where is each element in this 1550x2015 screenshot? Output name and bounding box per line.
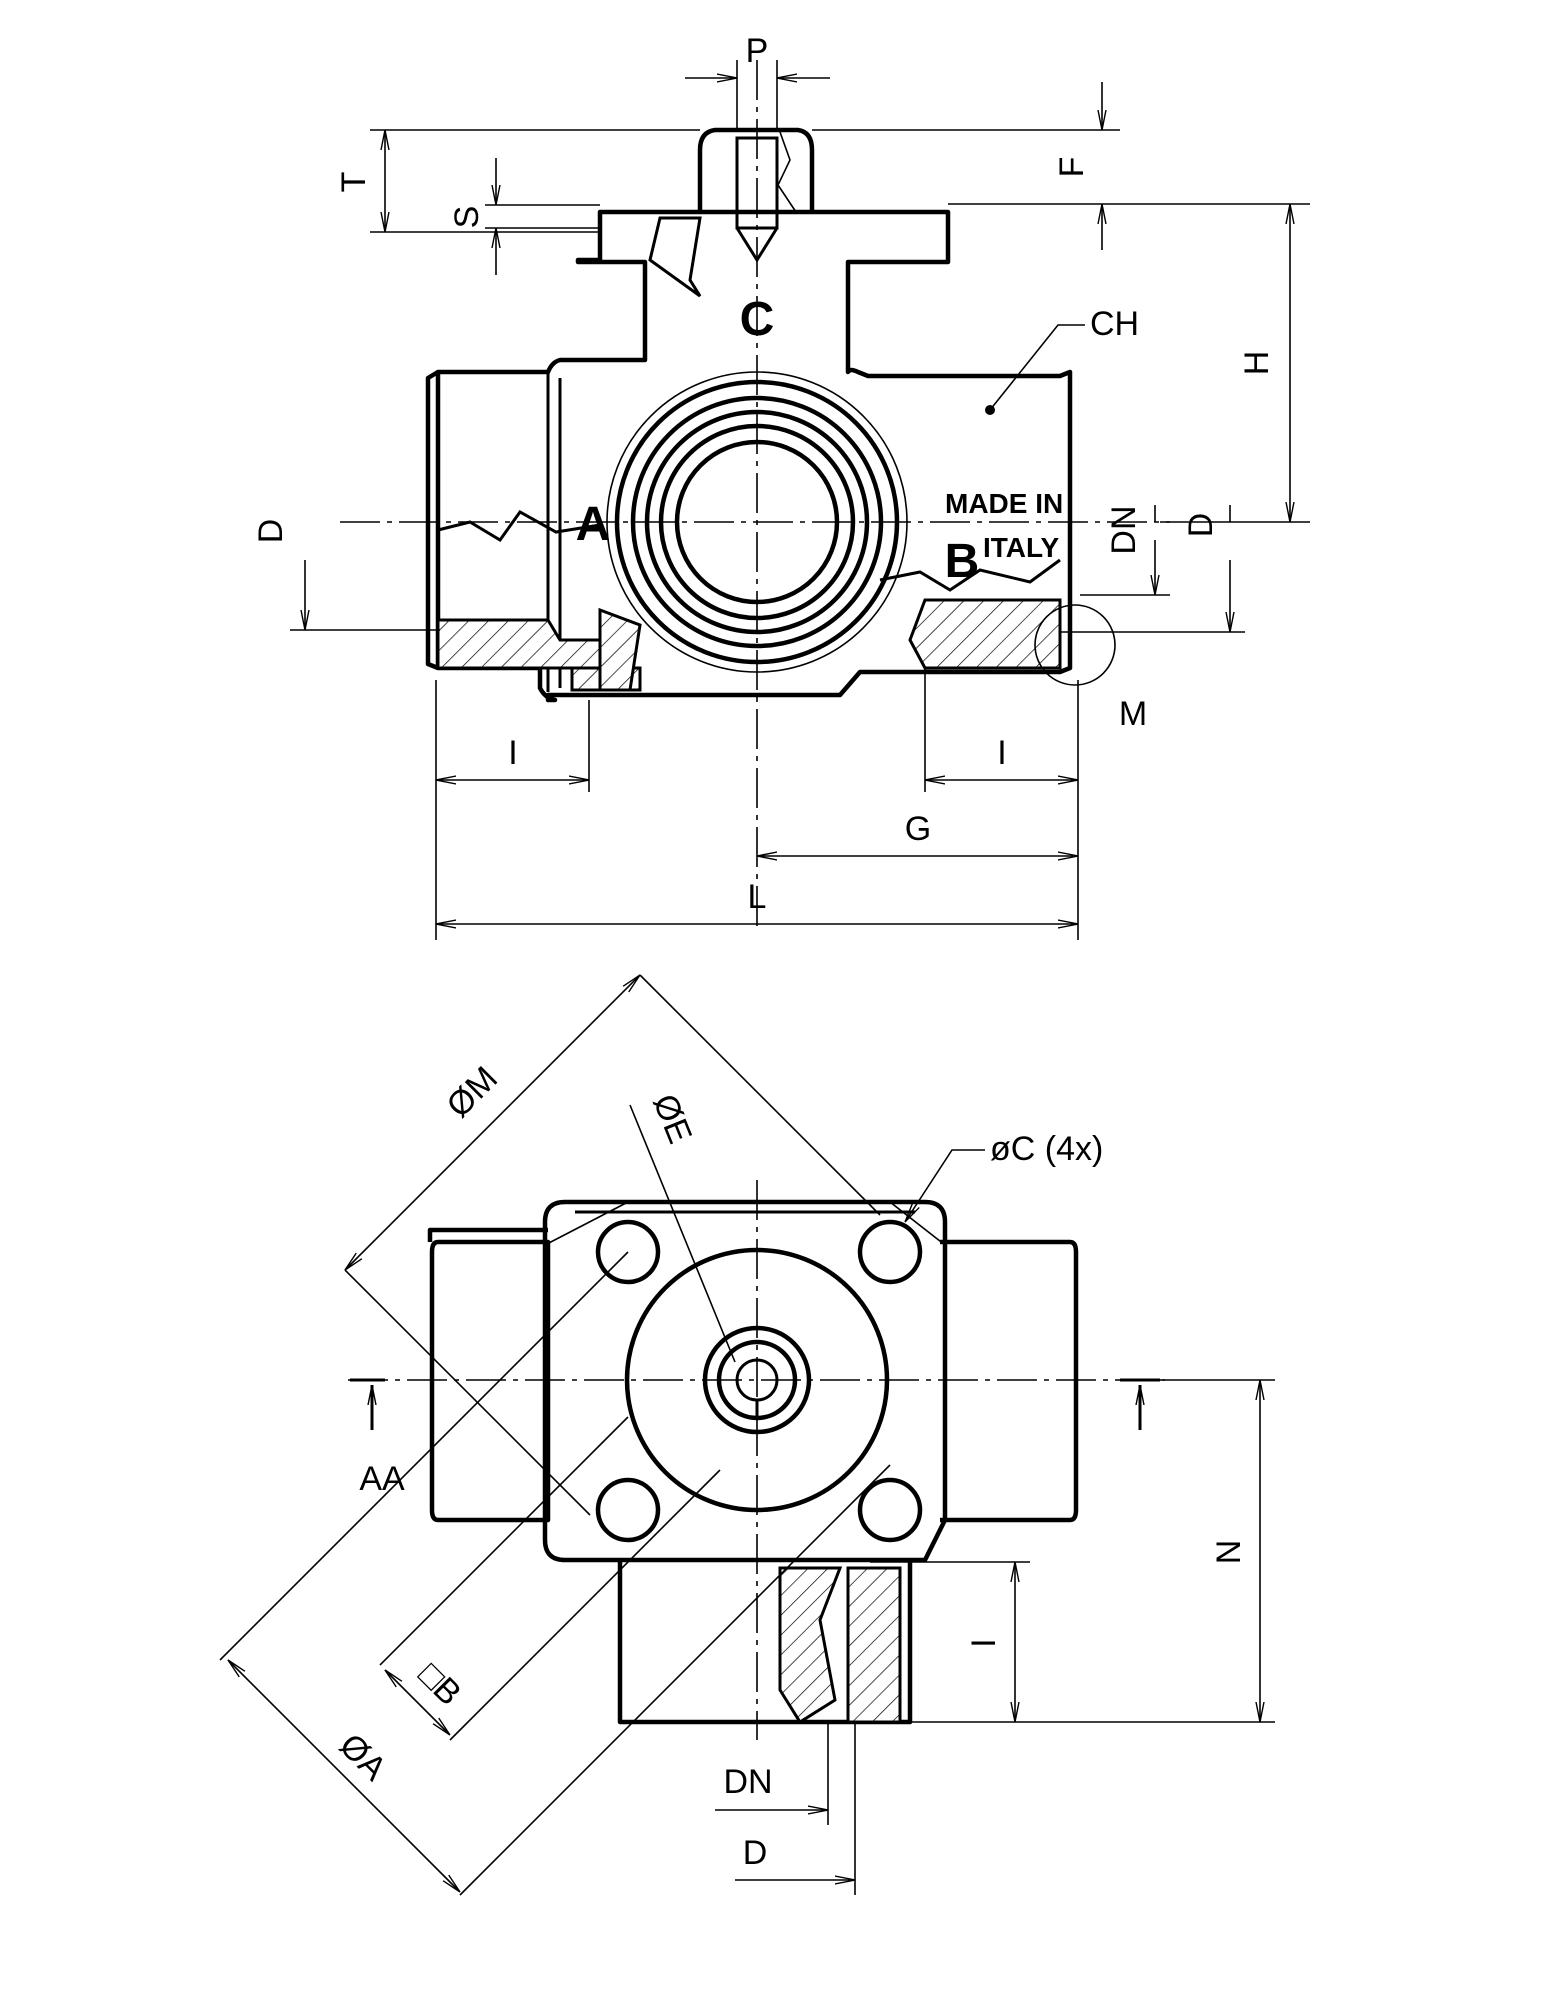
- made-in-text: MADE IN: [945, 488, 1063, 519]
- label-dn-bottom: DN: [723, 1763, 772, 1801]
- label-f: F: [1053, 157, 1091, 178]
- label-d-bottom: D: [743, 1834, 768, 1872]
- label-i-bottom: I: [965, 1638, 1003, 1647]
- plan-view: AA ØM ØE øC (4x) ØA □B N I DN: [219, 975, 1275, 1896]
- label-g: G: [905, 810, 931, 848]
- label-dia-c: øC (4x): [990, 1130, 1103, 1168]
- label-m: M: [1119, 695, 1147, 733]
- label-i-left: I: [508, 734, 517, 772]
- label-d-right: D: [1182, 513, 1220, 538]
- label-dia-e: ØE: [645, 1089, 699, 1149]
- port-label-a: A: [576, 498, 611, 551]
- label-dia-m: ØM: [439, 1059, 505, 1125]
- label-dia-a: ØA: [332, 1726, 394, 1788]
- port-label-b: B: [945, 535, 980, 588]
- label-t: T: [335, 172, 373, 193]
- port-label-c: C: [740, 293, 775, 346]
- label-i-right: I: [997, 734, 1006, 772]
- label-d-left: D: [252, 519, 290, 544]
- label-h: H: [1238, 351, 1276, 376]
- label-n: N: [1210, 1540, 1248, 1565]
- label-ch: CH: [1090, 305, 1139, 343]
- label-dn-right: DN: [1105, 505, 1143, 554]
- label-aa: AA: [359, 1460, 405, 1498]
- label-s: S: [448, 206, 486, 229]
- label-l: L: [748, 878, 767, 916]
- front-view: C A B MADE IN ITALY CH M P T S F: [252, 32, 1310, 940]
- label-p: P: [746, 32, 769, 70]
- italy-text: ITALY: [983, 532, 1060, 563]
